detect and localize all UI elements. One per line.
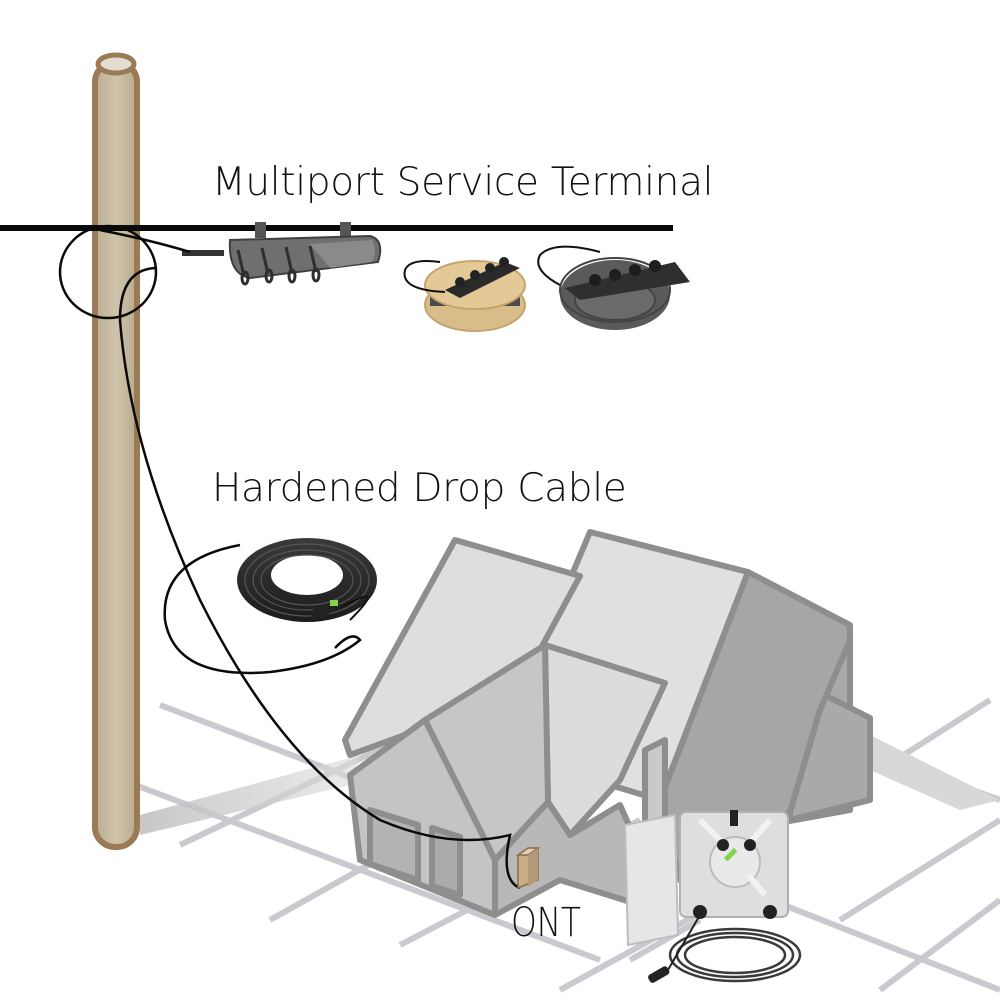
fiber-termination-box-photo: [623, 810, 802, 983]
house: [342, 529, 873, 918]
pole-shadow: [140, 755, 360, 835]
utility-pole: [92, 52, 140, 850]
mst-on-coil-photo: [537, 245, 690, 330]
ont-box: [515, 846, 541, 890]
label-hardened-drop-cable: Hardened Drop Cable: [212, 466, 627, 511]
hardened-drop-cable-coil: [237, 538, 377, 622]
multiport-service-terminal: [182, 222, 382, 286]
house-shadow: [870, 735, 1000, 810]
label-multiport-service-terminal: Multiport Service Terminal: [212, 160, 714, 205]
mst-on-reel-photo: [403, 257, 526, 332]
drop-cable-route: [58, 224, 521, 890]
mst-ports: [236, 245, 321, 286]
label-ont: ONT: [511, 900, 581, 946]
